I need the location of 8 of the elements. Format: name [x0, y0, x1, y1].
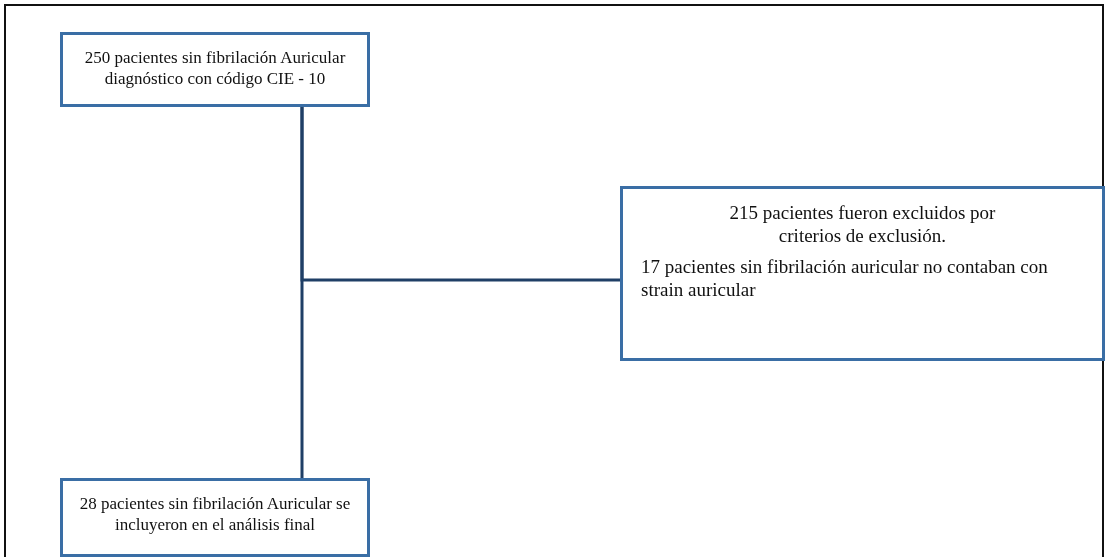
- process-box: [60, 32, 370, 107]
- box-text: 17 pacientes sin fibrilación auricular no contaban con strain auricular: [640, 255, 1049, 301]
- process-box: [60, 478, 370, 557]
- connector-line: [300, 107, 620, 282]
- box-text: 215 pacientes fueron excluidos por criterios de exclusión.: [728, 201, 997, 247]
- box-text: 250 pacientes sin fibrilación Auricular diagnóstico con código CIE - 10: [83, 47, 347, 89]
- process-box: [620, 186, 1105, 361]
- box-text: 28 pacientes sin fibrilación Auricular se incluyeron en el análisis final: [78, 493, 352, 535]
